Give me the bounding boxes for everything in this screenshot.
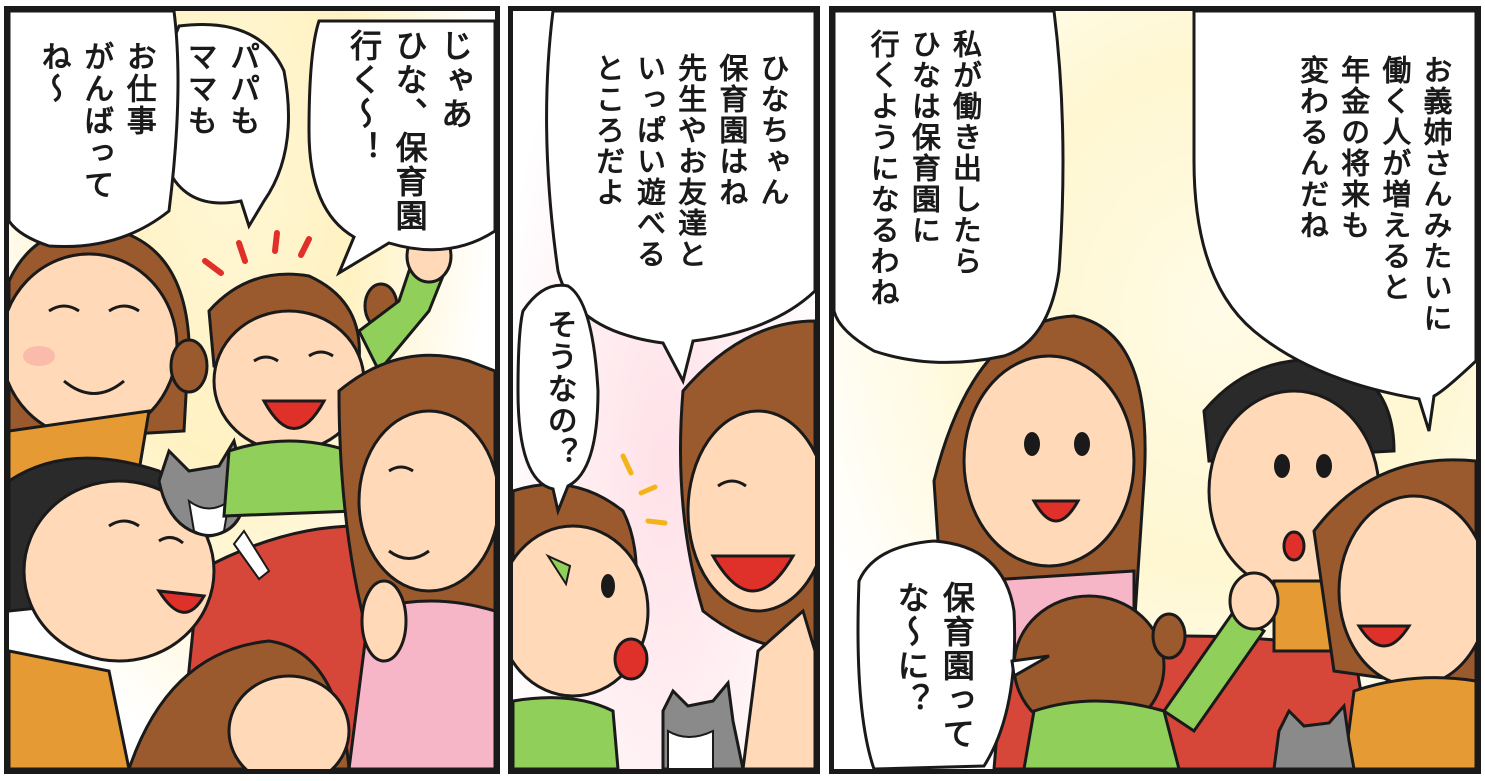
speech-bubble-3	[856, 539, 1017, 769]
hina-girl-character	[1012, 571, 1280, 769]
speech-bubble-2	[516, 283, 600, 517]
mom-character	[679, 319, 815, 769]
panel-3-illustration	[834, 11, 1476, 769]
grandma-character	[1312, 458, 1476, 769]
hina-girl-character	[513, 482, 650, 769]
speech-bubble-3-tail	[1010, 654, 1050, 679]
speech-bubble-3	[9, 11, 180, 249]
speech-text: お義姉さんみたいに 働く人が増えると 年金の将来も 変わるんだね	[1295, 55, 1453, 334]
comic-panel-3: お義姉さんみたいに 働く人が増えると 年金の将来も 変わるんだね 私が働き出した…	[829, 6, 1481, 774]
cat-character	[1272, 702, 1356, 769]
speech-text: じゃあ ひな、保育園 行く～！	[345, 29, 474, 233]
panel-2-illustration	[513, 11, 815, 769]
comic-panel-2: ひなちゃん 保育園はね 先生やお友達と いっぱい遊べる ところだよ そうなの？	[508, 6, 820, 774]
speech-bubble-2	[834, 11, 1065, 364]
surprise-marks	[620, 453, 668, 526]
speech-text: そうなの？	[541, 309, 577, 469]
speech-text: 私が働き出したら ひなは保育園に 行くようになるわね	[866, 29, 983, 308]
speech-text: パパも ママも	[181, 41, 260, 137]
speech-text: 保育園って な～に？	[892, 581, 976, 751]
surprise-marks	[202, 230, 312, 276]
speech-bubble-1	[1192, 11, 1476, 432]
dad-character	[9, 456, 216, 769]
cat-character	[661, 679, 745, 769]
mom-character	[337, 353, 495, 769]
speech-text: ひなちゃん 保育園はね 先生やお友達と いっぱい遊べる ところだよ	[591, 53, 790, 270]
speech-text: お仕事 がんばって ね～	[35, 41, 156, 201]
comic-panel-1: じゃあ ひな、保育園 行く～！ パパも ママも お仕事 がんばって ね～	[4, 6, 500, 774]
panel-1-illustration	[9, 11, 495, 769]
speech-bubble-1	[307, 19, 495, 277]
grandpa-character	[127, 639, 351, 769]
grandma-character	[9, 226, 191, 483]
